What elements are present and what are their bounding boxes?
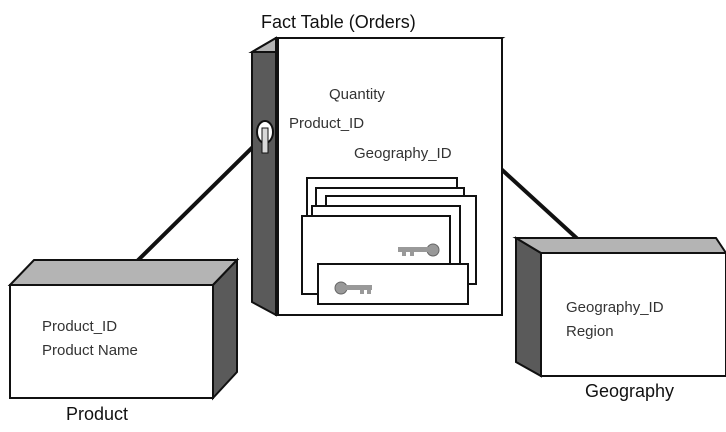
- key-icon: [334, 281, 372, 295]
- fact-field-geography-id: Geography_ID: [354, 145, 452, 162]
- product-box: [7, 257, 240, 401]
- connector-socket-icon: [256, 120, 274, 154]
- geography-title: Geography: [585, 381, 675, 401]
- record-card-stack: [301, 177, 477, 305]
- fact-field-product-id: Product_ID: [289, 115, 365, 132]
- geography-field-geography-id: Geography_ID: [566, 299, 664, 316]
- fact-field-quantity: Quantity: [329, 86, 385, 103]
- geography-box: [512, 236, 726, 378]
- product-field-product-name: Product Name: [42, 342, 138, 359]
- product-title: Product: [66, 404, 129, 424]
- geography-field-region: Region: [566, 323, 614, 340]
- product-field-product-id: Product_ID: [42, 318, 118, 335]
- product-fact-connector: [118, 132, 268, 280]
- key-icon: [398, 243, 440, 257]
- fact-table-title: Fact Table (Orders): [261, 12, 416, 32]
